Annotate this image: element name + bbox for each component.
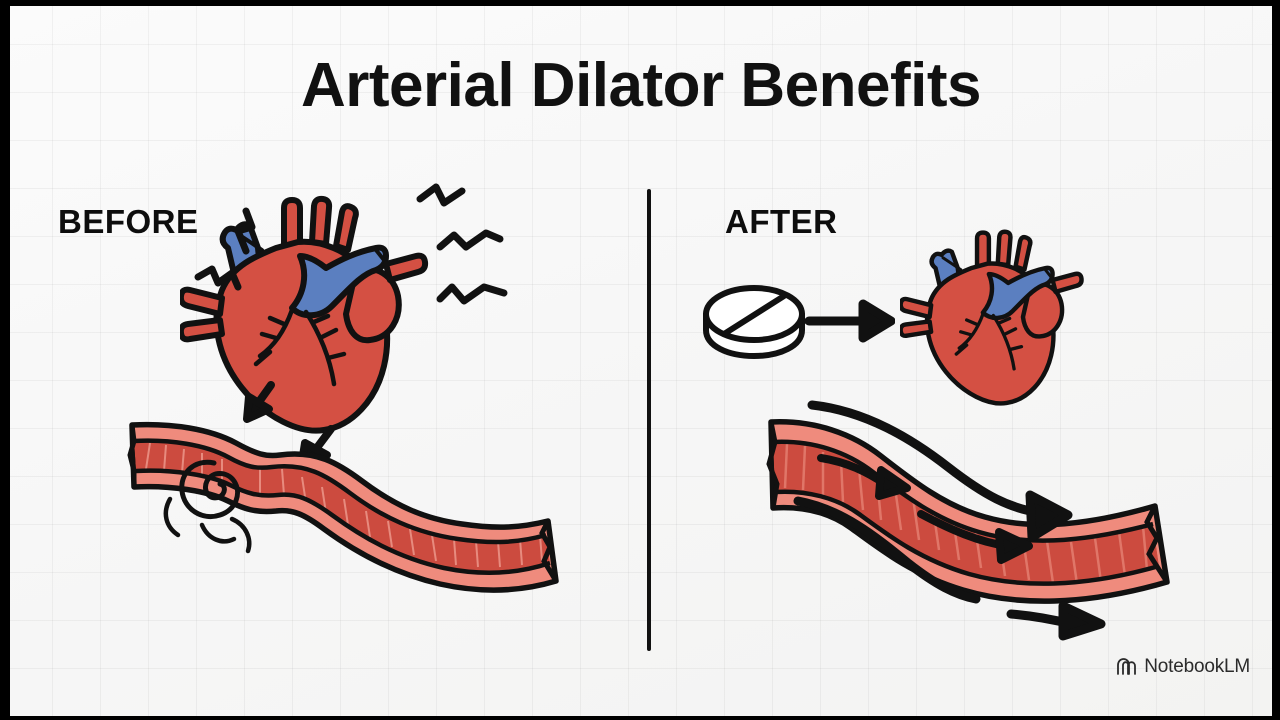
stress-zigzag-lines-icon [194, 183, 508, 305]
heart-icon-before [180, 195, 429, 434]
panel-divider [647, 189, 651, 651]
heart-icon-after [900, 229, 1084, 406]
panel-label-after: AFTER [725, 203, 838, 240]
page-title: Arterial Dilator Benefits [300, 51, 982, 120]
dilated-artery-icon [766, 419, 1170, 604]
transition-arrow-icon [805, 299, 895, 343]
pill-tablet-icon [703, 285, 805, 359]
blood-flow-arrow-bottom-icon [1006, 601, 1106, 641]
watermark-label: NotebookLM [1144, 656, 1250, 677]
notebooklm-spiral-logo-icon [1117, 658, 1137, 675]
blood-flow-lines-icon [793, 400, 1073, 604]
constricted-artery-icon [127, 421, 559, 593]
panel-label-before: BEFORE [58, 203, 199, 240]
slide-canvas: Arterial Dilator Benefits BEFORE AFTER [10, 6, 1272, 716]
watermark: NotebookLM [1115, 656, 1250, 678]
